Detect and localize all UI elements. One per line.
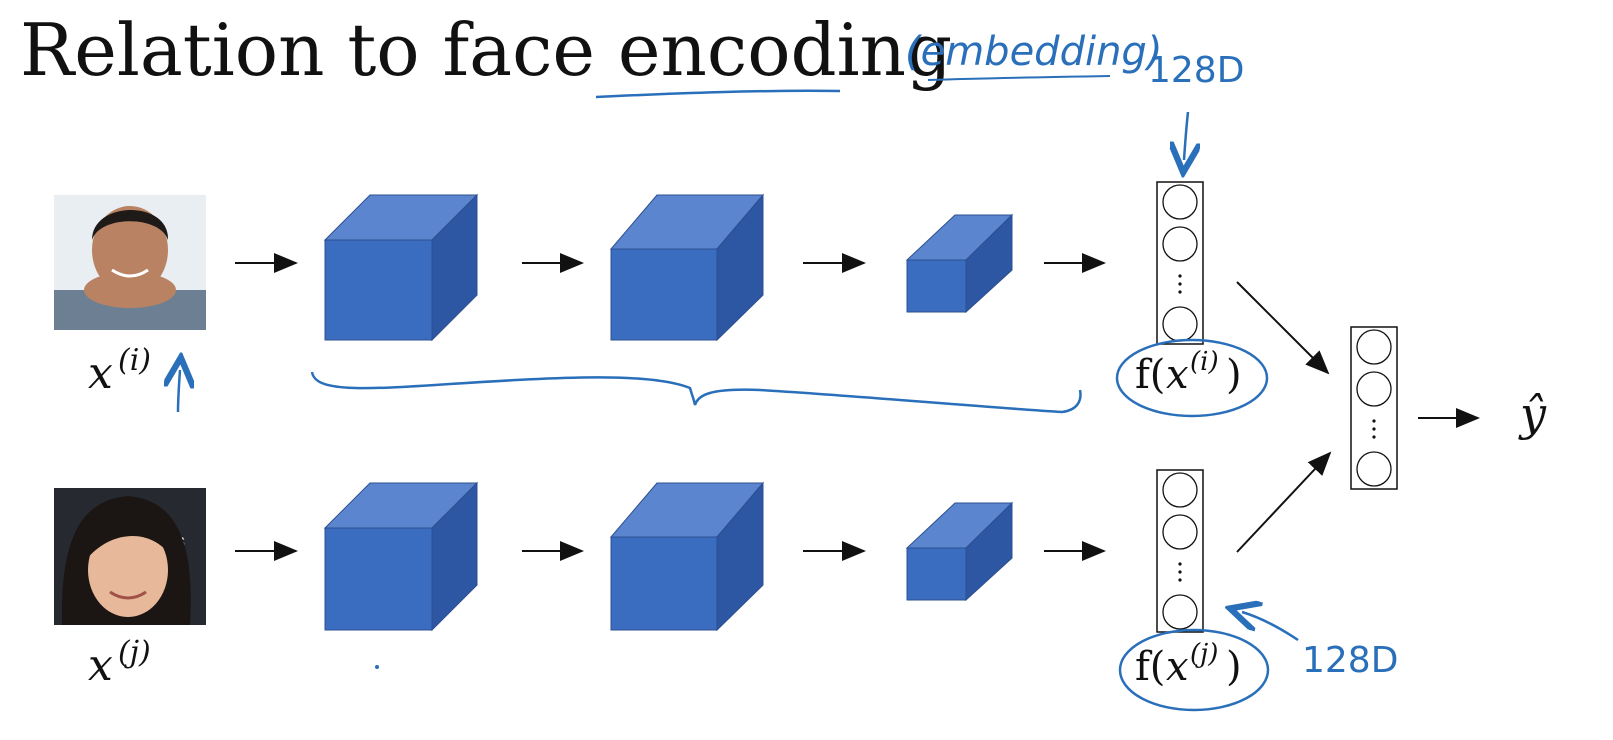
- embedding-annotation: (embedding): [905, 29, 1162, 75]
- conv-layer-2-row-2: [609, 481, 765, 632]
- func-base: x: [1166, 644, 1189, 690]
- stray-dot: [375, 665, 379, 669]
- dimension-label-bottom: 128D: [1302, 640, 1398, 681]
- func-prefix: f(: [1135, 352, 1165, 398]
- dimension-label-top: 128D: [1148, 50, 1244, 91]
- dimension-pointer-top: [1184, 111, 1188, 160]
- page-title: Relation to face encoding: [20, 8, 953, 92]
- label-superscript: (j): [118, 635, 151, 670]
- input-pointer-annotation: [178, 370, 180, 413]
- label-superscript: (i): [118, 343, 151, 378]
- encoding-label-j: f( x (j) ): [1135, 639, 1242, 690]
- right-arrow-icon: [1236, 281, 1330, 375]
- encoding-label-i: f( x (i) ): [1135, 347, 1242, 398]
- encoding-circle-annotation-i: [1115, 338, 1269, 418]
- embedding-underline: [927, 75, 1111, 81]
- func-superscript: (i): [1190, 347, 1219, 377]
- func-superscript: (j): [1190, 639, 1218, 669]
- input-label-j: x (j): [88, 635, 151, 691]
- conv-layer-1-row-2: [323, 481, 479, 632]
- func-prefix: f(: [1135, 644, 1165, 690]
- conv-layer-3-row-2: [905, 501, 1014, 602]
- label-base: x: [88, 348, 113, 399]
- curly-brace-icon: [310, 371, 1082, 414]
- conv-layer-2-row-1: [609, 193, 765, 342]
- input-face-j: rs: [54, 488, 206, 625]
- embedding-vector-i: [1156, 181, 1204, 345]
- conv-layer-1-row-1: [323, 193, 479, 342]
- func-suffix: ): [1226, 644, 1242, 690]
- label-base: x: [88, 640, 113, 691]
- conv-layer-3-row-1: [905, 213, 1014, 314]
- embedding-vector-j: [1156, 469, 1204, 633]
- input-face-i: [54, 195, 206, 330]
- func-base: x: [1166, 352, 1189, 398]
- right-arrow-icon: [1236, 451, 1332, 553]
- combiner-vector: [1350, 326, 1398, 490]
- dimension-pointer-bottom: [1242, 612, 1299, 642]
- encoding-circle-annotation-j: [1118, 628, 1270, 712]
- func-suffix: ): [1226, 352, 1242, 398]
- input-label-i: x (i): [88, 343, 151, 399]
- output-label: ŷ: [1518, 387, 1547, 441]
- title-underline-annotation: [595, 89, 841, 99]
